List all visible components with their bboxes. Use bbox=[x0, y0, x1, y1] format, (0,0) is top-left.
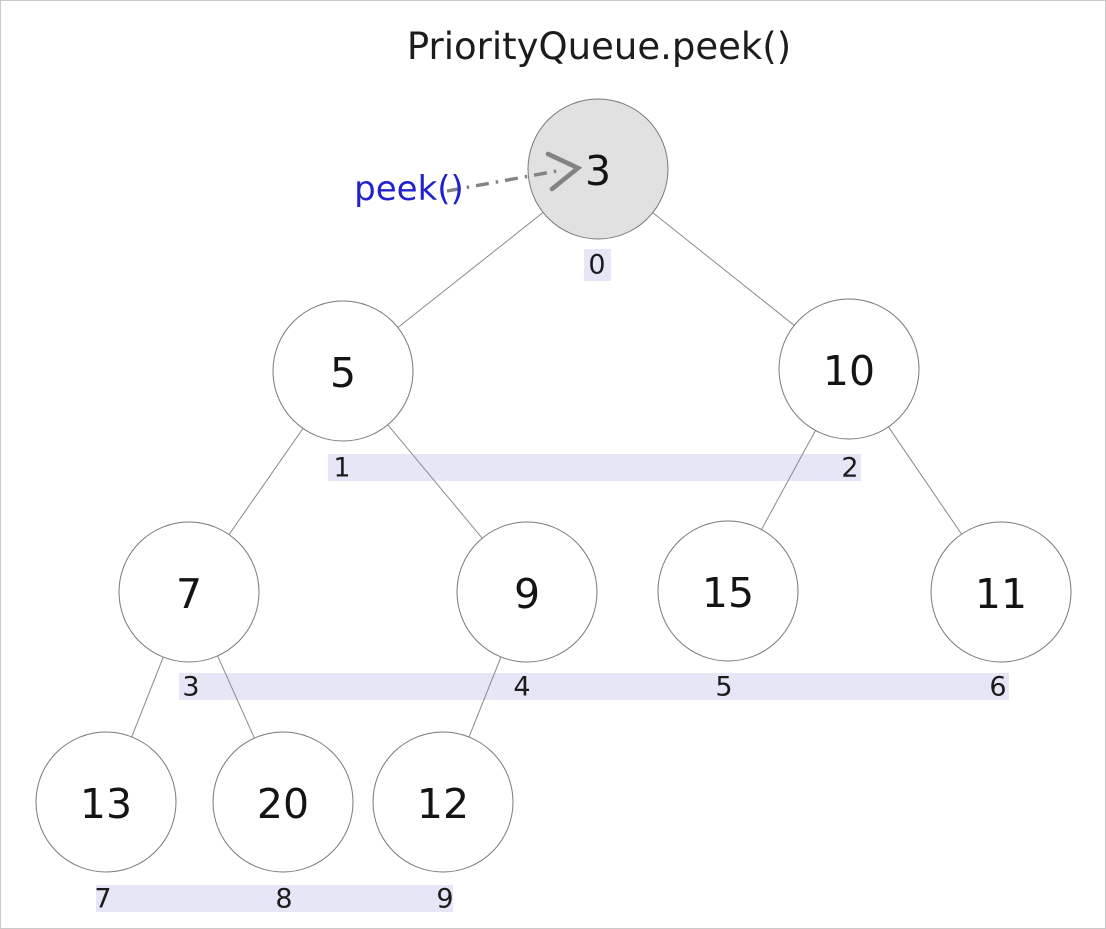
index-band bbox=[96, 885, 453, 912]
array-index-label: 7 bbox=[94, 884, 111, 915]
heap-node bbox=[930, 521, 1072, 663]
array-index-label: 3 bbox=[182, 672, 199, 703]
peek-arrow-line bbox=[446, 169, 558, 193]
page-title: PriorityQueue.peek() bbox=[406, 25, 792, 68]
peek-annotation-label: peek() bbox=[354, 169, 464, 209]
heap-node bbox=[35, 731, 177, 873]
array-index-label: 5 bbox=[715, 672, 732, 703]
heap-node bbox=[272, 300, 414, 442]
heap-node-value: 13 bbox=[80, 780, 132, 828]
heap-node-value: 9 bbox=[514, 570, 540, 618]
heap-node bbox=[118, 521, 260, 663]
heap-node-root-highlighted bbox=[527, 98, 669, 240]
heap-node bbox=[456, 521, 598, 663]
array-index-label: 6 bbox=[989, 672, 1006, 703]
array-index-label: 0 bbox=[588, 250, 605, 281]
heap-node-value: 3 bbox=[585, 147, 611, 195]
heap-node bbox=[657, 520, 799, 662]
heap-node-value: 11 bbox=[975, 570, 1027, 618]
array-index-label: 4 bbox=[513, 672, 530, 703]
array-index-label: 1 bbox=[333, 453, 350, 484]
index-band bbox=[328, 454, 861, 481]
array-index-label: 9 bbox=[436, 884, 453, 915]
heap-node-value: 20 bbox=[257, 780, 309, 828]
index-band bbox=[584, 249, 611, 281]
heap-node bbox=[212, 731, 354, 873]
peek-arrow-head-icon bbox=[545, 151, 583, 192]
array-index-label: 2 bbox=[841, 453, 858, 484]
index-band bbox=[179, 673, 1009, 700]
array-index-label: 8 bbox=[275, 884, 292, 915]
heap-node bbox=[778, 298, 920, 440]
heap-node bbox=[372, 731, 514, 873]
heap-node-value: 7 bbox=[176, 570, 202, 618]
heap-node-value: 15 bbox=[702, 569, 754, 617]
heap-node-value: 10 bbox=[823, 347, 875, 395]
heap-node-value: 5 bbox=[330, 349, 356, 397]
heap-node-value: 12 bbox=[417, 780, 469, 828]
